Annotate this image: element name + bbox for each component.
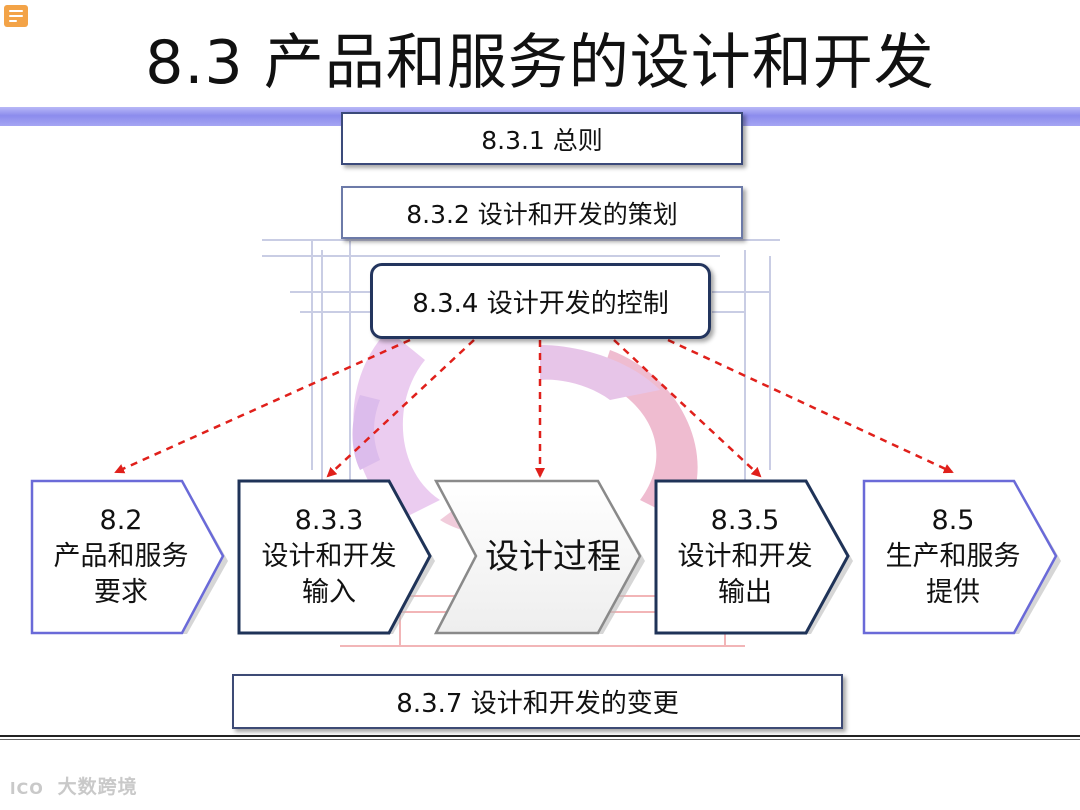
watermark-text: 大数跨境 (57, 776, 138, 798)
production-code: 8.5 (931, 505, 975, 536)
design-output-code: 8.3.5 (710, 505, 780, 536)
watermark-logo-icon: lCO (10, 779, 44, 798)
design-process-text: 设计过程 (485, 537, 621, 577)
chevron-design-input (237, 479, 435, 635)
control-box: 8.3.4 设计开发的控制 (370, 263, 711, 339)
design-output-label: 8.3.5 设计和开发 输出 (656, 503, 834, 611)
design-input-code: 8.3.3 (294, 505, 364, 536)
changes-box: 8.3.7 设计和开发的变更 (232, 674, 843, 729)
slide-title: 8.3 产品和服务的设计和开发 (145, 28, 935, 98)
chevron-requirements (30, 479, 228, 635)
chevron-design-output (654, 479, 853, 635)
general-box: 8.3.1 总则 (341, 112, 743, 165)
requirements-label: 8.2 产品和服务 要求 (32, 503, 210, 611)
chevron-design-process (433, 479, 645, 635)
watermark: lCO 大数跨境 (10, 772, 138, 799)
production-line-1: 生产和服务 (885, 541, 1021, 572)
svg-text:lCO: lCO (10, 779, 44, 798)
design-input-line-2: 输入 (302, 577, 356, 608)
notes-icon[interactable] (4, 5, 28, 27)
production-label: 8.5 生产和服务 提供 (864, 503, 1042, 611)
planning-box: 8.3.2 设计和开发的策划 (341, 186, 743, 239)
requirements-line-2: 要求 (94, 577, 148, 608)
requirements-line-1: 产品和服务 (53, 541, 189, 572)
design-process-label: 设计过程 (468, 536, 638, 578)
design-output-line-1: 设计和开发 (677, 541, 813, 572)
footer-rule-thin (0, 739, 1080, 740)
chevron-production (862, 479, 1061, 635)
design-input-label: 8.3.3 设计和开发 输入 (239, 503, 419, 611)
arrow-to-production (667, 338, 954, 474)
production-line-2: 提供 (926, 577, 980, 608)
requirements-code: 8.2 (99, 505, 143, 536)
footer-rule (0, 735, 1080, 737)
design-input-line-1: 设计和开发 (261, 541, 397, 572)
arrow-to-requirements (114, 338, 411, 474)
design-output-line-2: 输出 (718, 577, 772, 608)
